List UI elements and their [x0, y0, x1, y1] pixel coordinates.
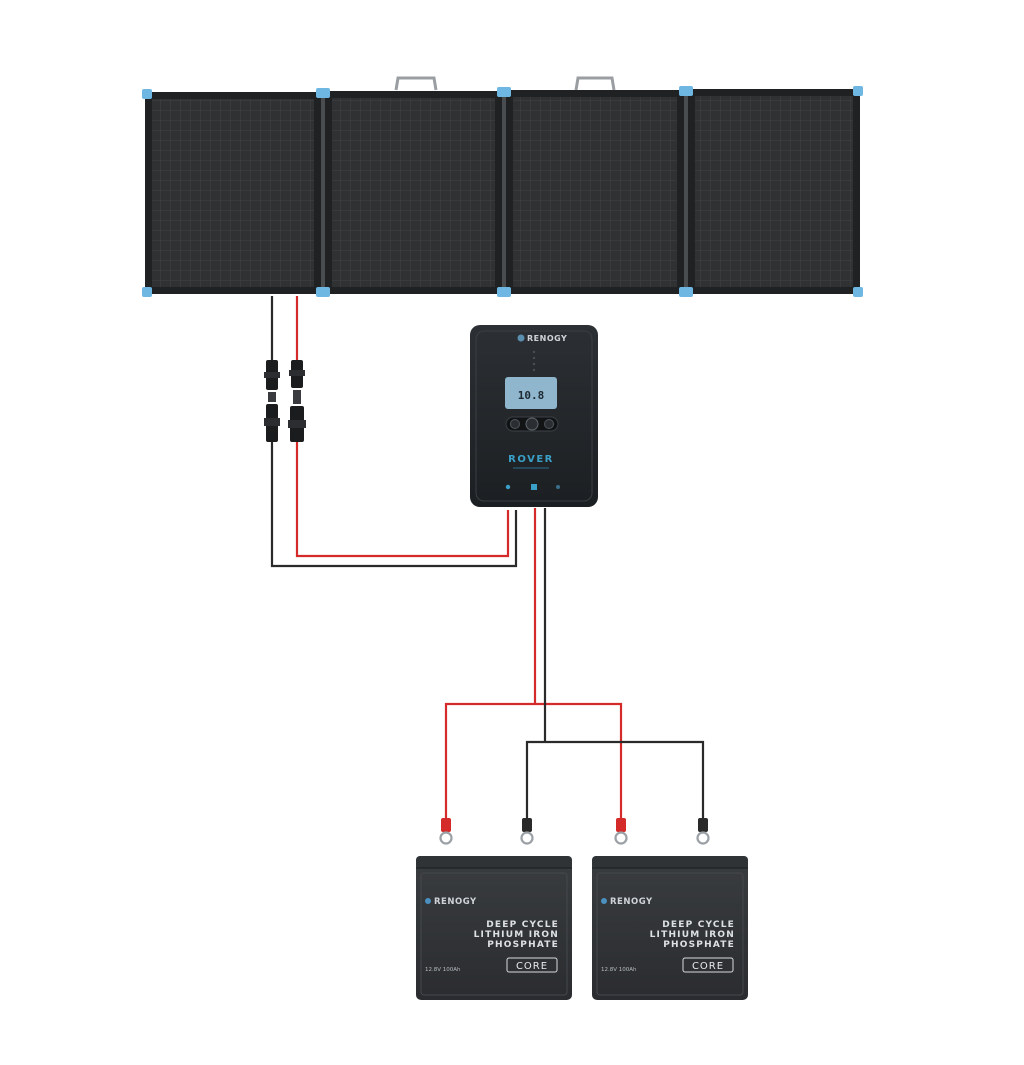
panel-corners	[142, 86, 863, 297]
battery-negative-wire	[525, 508, 705, 822]
lcd-readout: 10.8	[518, 389, 545, 402]
ring-terminal-2-negative	[696, 818, 710, 845]
panel-handle-left	[394, 76, 438, 91]
battery-badge-frame	[506, 957, 558, 973]
solar-panel	[142, 76, 863, 297]
battery-label-line2: LITHIUM IRON	[474, 930, 559, 940]
battery-label-line1: DEEP CYCLE	[486, 920, 559, 930]
panel-section-4	[688, 89, 860, 294]
panel-section-3	[506, 90, 684, 294]
ring-terminal-2-positive	[614, 818, 628, 845]
battery-spec: 12.8V 100Ah	[425, 967, 461, 973]
battery-label-line2: LITHIUM IRON	[650, 930, 735, 940]
mc4-connector-negative	[264, 360, 280, 442]
battery-label-line1: DEEP CYCLE	[662, 920, 735, 930]
ring-terminal-1-negative	[520, 818, 534, 845]
pv-indicator-icon	[505, 484, 511, 490]
controller-button-left[interactable]	[510, 419, 520, 429]
battery-label-line3: PHOSPHATE	[487, 940, 559, 950]
controller-logo-icon	[517, 334, 525, 342]
panel-handle-right	[574, 76, 616, 91]
battery-indicator-icon	[531, 484, 537, 490]
panel-hinge	[321, 92, 325, 294]
battery-2: RENOGY DEEP CYCLE LITHIUM IRON PHOSPHATE…	[592, 856, 748, 1000]
panel-positive-wire	[295, 296, 510, 558]
battery-label-line3: PHOSPHATE	[663, 940, 735, 950]
panel-hinge	[684, 90, 688, 294]
battery-positive-wire	[444, 508, 623, 822]
battery-brand: RENOGY	[610, 897, 653, 907]
panel-section-2	[325, 91, 502, 294]
panel-section-1	[145, 92, 321, 294]
panel-negative-wire	[270, 296, 518, 568]
battery-logo-icon	[425, 898, 431, 904]
battery-badge: CORE	[516, 961, 548, 972]
controller-button-center[interactable]	[525, 417, 539, 431]
ring-terminal-1-positive	[439, 818, 453, 845]
battery-brand: RENOGY	[434, 897, 477, 907]
battery-badge-frame	[682, 957, 734, 973]
panel-hinge	[502, 91, 506, 294]
battery-badge: CORE	[692, 961, 724, 972]
battery-wires	[444, 508, 705, 822]
battery-1: RENOGY DEEP CYCLE LITHIUM IRON PHOSPHATE…	[416, 856, 572, 1000]
battery-logo-icon	[601, 898, 607, 904]
mc4-connector-positive	[288, 360, 306, 442]
controller-vents	[532, 350, 536, 372]
controller-model: ROVER	[508, 454, 554, 465]
charge-controller: RENOGY 10.8 ROVER	[470, 325, 598, 507]
controller-lcd	[505, 377, 557, 409]
load-indicator-icon	[556, 485, 560, 489]
controller-button-right[interactable]	[544, 419, 554, 429]
panel-wires	[270, 296, 518, 568]
controller-brand: RENOGY	[527, 334, 567, 343]
battery-spec: 12.8V 100Ah	[601, 967, 637, 973]
